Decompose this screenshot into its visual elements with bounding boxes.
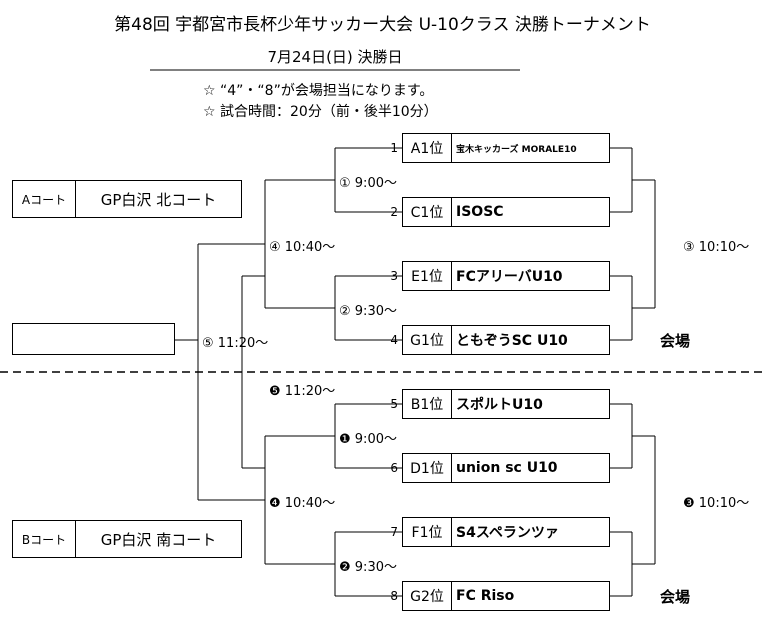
seed-rank: D1位 [403,454,452,482]
seed-box-2: C1位 ISOSC [402,197,610,227]
match-label-2: ② 9:30～ [339,304,397,319]
seed-number: 5 [390,397,398,411]
seed-rank: A1位 [403,134,452,162]
seed-team: ISOSC [456,204,504,220]
seed-box-5: B1位 スポルトU10 [402,389,610,419]
court-a-name: GP白沢 北コート [100,190,217,209]
note-venue-duty: ☆ “4”・“8”が会場担当になります。 [203,83,434,99]
seed-team: 宝木キッカーズ MORALE10 [456,144,577,155]
seed-number: 8 [390,589,398,603]
match-label-1: ① 9:00～ [339,176,397,191]
seed-number: 2 [390,205,398,219]
match-label-b1: ❶ 9:00～ [339,432,397,447]
venue-label: 会場 [660,588,691,606]
court-a-label: Aコート [13,181,76,217]
seed-number: 6 [390,461,398,475]
court-b-label: Bコート [13,521,76,557]
seed-box-4: G1位 ともぞうSC U10 [402,325,610,355]
seed-number: 4 [390,333,398,347]
seed-rank: G2位 [403,582,452,610]
seed-rank: B1位 [403,390,452,418]
seed-team: スポルトU10 [456,397,543,413]
venue-label: 会場 [660,332,691,350]
tournament-date: 7月24日(日) 決勝日 [267,48,403,66]
match-label-5: ⑤ 11:20～ [202,336,269,351]
seed-rank: F1位 [403,518,452,546]
note-match-time: ☆ 試合時間：20分（前・後半10分） [203,104,438,120]
seed-box-6: D1位 union sc U10 [402,453,610,483]
court-b-box: Bコート GP白沢 南コート [12,520,242,558]
seed-team: FC Riso [456,588,515,604]
match-label-3: ③ 10:10～ [683,240,750,255]
seed-box-8: G2位 FC Riso [402,581,610,611]
seed-number: 3 [390,269,398,283]
seed-number: 7 [390,525,398,539]
court-a-box: Aコート GP白沢 北コート [12,180,242,218]
match-label-b3: ❸ 10:10～ [683,496,750,511]
seed-team: ともぞうSC U10 [456,333,568,349]
seed-rank: C1位 [403,198,452,226]
seed-box-7: F1位 S4スペランツァ [402,517,610,547]
match-label-4: ④ 10:40～ [269,240,336,255]
seed-box-1: A1位 宝木キッカーズ MORALE10 [402,133,610,163]
match-label-b5: ❺ 11:20～ [269,384,336,399]
seed-team: S4スペランツァ [456,525,559,541]
court-b-name: GP白沢 南コート [100,530,217,549]
seed-box-3: E1位 FCアリーバU10 [402,261,610,291]
match-label-b4: ❹ 10:40～ [269,496,336,511]
seed-rank: G1位 [403,326,452,354]
seed-number: 1 [390,141,398,155]
champion-box [12,323,175,355]
match-label-b2: ❷ 9:30～ [339,560,397,575]
page-title: 第48回 宇都宮市長杯少年サッカー大会 U-10クラス 決勝トーナメント [114,15,651,35]
seed-rank: E1位 [403,262,452,290]
seed-team: union sc U10 [456,460,558,476]
seed-team: FCアリーバU10 [456,269,563,285]
